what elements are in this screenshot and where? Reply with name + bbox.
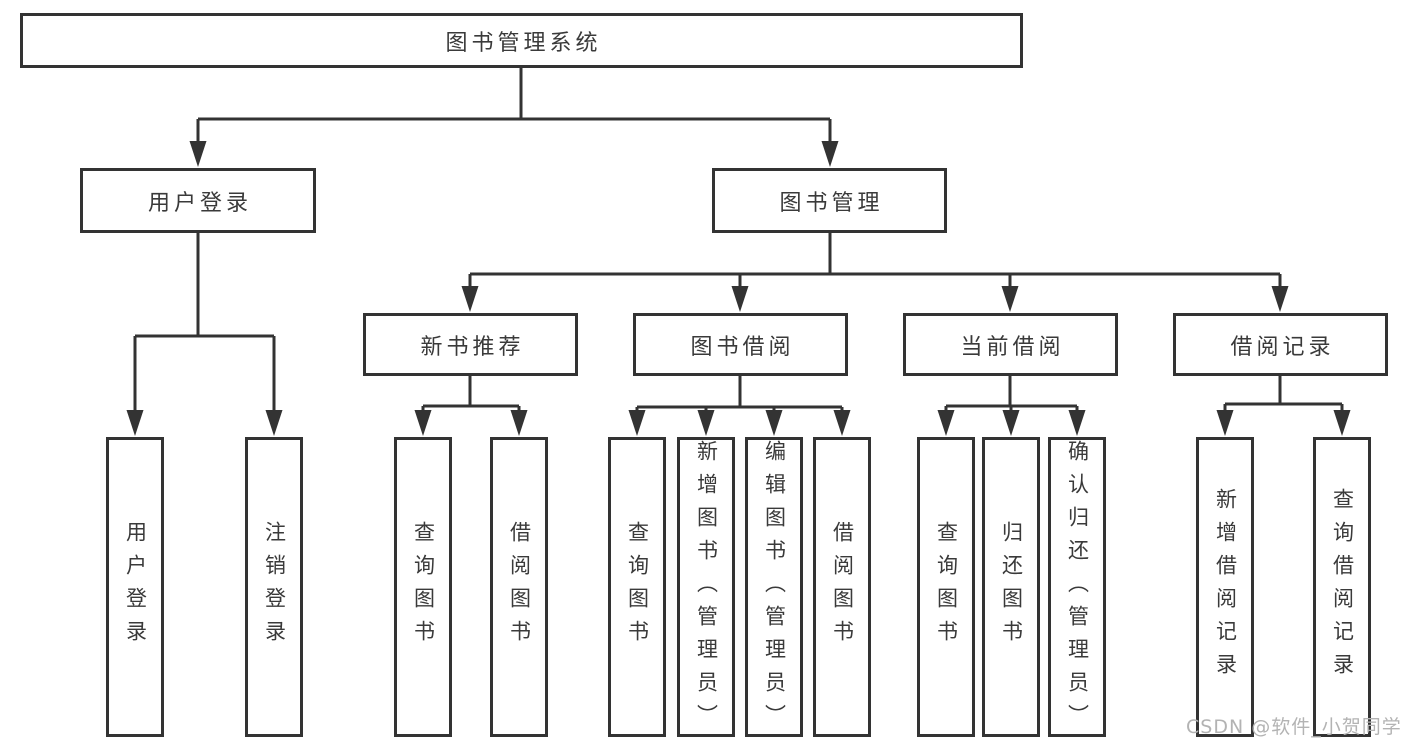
- leaf-query-borrow-record: 查询借阅记录: [1313, 437, 1371, 737]
- leaf-query-books-current: 查询图书: [917, 437, 975, 737]
- leaf-return-book: 归还图书: [982, 437, 1040, 737]
- leaf-borrow-books: 借阅图书: [813, 437, 871, 737]
- node-current-borrow: 当前借阅: [903, 313, 1118, 376]
- connector-bookmgmt-to-level3: [461, 233, 1289, 312]
- connector-borrowrecords-to-leaves: [1216, 376, 1351, 436]
- leaf-edit-book-admin: 编辑图书（管理员）: [745, 437, 803, 737]
- leaf-borrow-books-recommend: 借阅图书: [490, 437, 548, 737]
- node-library-management-system: 图书管理系统: [20, 13, 1023, 68]
- node-book-borrow: 图书借阅: [633, 313, 848, 376]
- leaf-confirm-return-admin: 确认归还（管理员）: [1048, 437, 1106, 737]
- node-book-management: 图书管理: [712, 168, 947, 233]
- node-borrow-records: 借阅记录: [1173, 313, 1388, 376]
- node-new-book-recommend: 新书推荐: [363, 313, 578, 376]
- leaf-query-books-borrow: 查询图书: [608, 437, 666, 737]
- leaf-query-books-recommend: 查询图书: [394, 437, 452, 737]
- node-user-login: 用户登录: [80, 168, 316, 233]
- connector-currentborrow-to-leaves: [937, 376, 1086, 436]
- connector-root-to-level2: [189, 67, 839, 167]
- connector-newbook-to-leaves: [414, 376, 528, 436]
- connector-bookborrow-to-leaves: [628, 376, 851, 436]
- leaf-logout: 注销登录: [245, 437, 303, 737]
- leaf-user-login: 用户登录: [106, 437, 164, 737]
- connector-userlogin-to-leaves: [126, 233, 283, 436]
- leaf-add-book-admin: 新增图书（管理员）: [677, 437, 735, 737]
- leaf-add-borrow-record: 新增借阅记录: [1196, 437, 1254, 737]
- csdn-watermark: CSDN @软件_小贺同学: [1186, 716, 1402, 738]
